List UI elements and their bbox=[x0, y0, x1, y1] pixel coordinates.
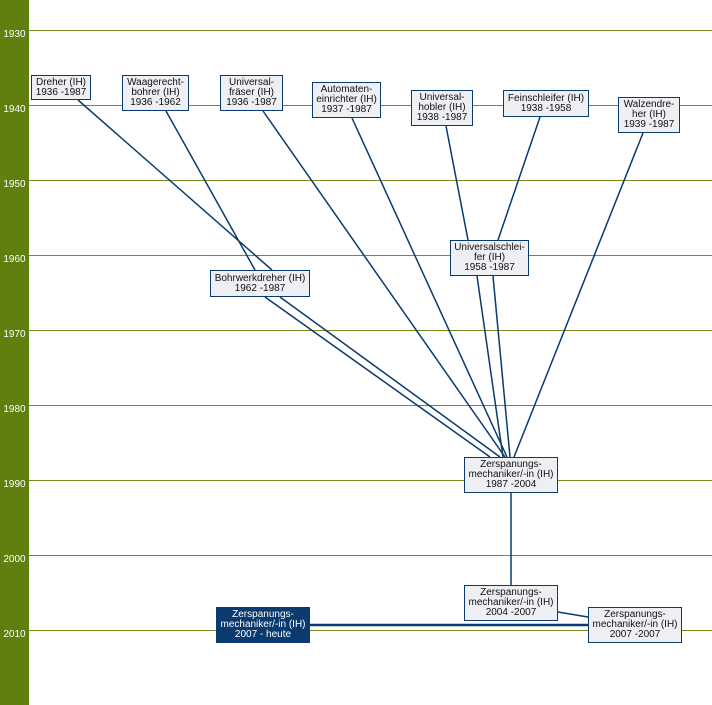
gridline bbox=[29, 555, 712, 556]
node-name: Dreher (IH) bbox=[35, 76, 86, 88]
node-period: 1958 -1987 bbox=[464, 262, 515, 273]
connector bbox=[557, 611, 589, 618]
connector bbox=[497, 116, 541, 241]
node-name: Feinschleifer (IH) bbox=[507, 92, 585, 104]
year-axis bbox=[0, 0, 29, 705]
occupation-node[interactable]: Waagerecht-bohrer (IH)1936 -1962 bbox=[122, 75, 189, 111]
node-period: 2004 -2007 bbox=[485, 607, 537, 618]
occupation-node[interactable]: Zerspanungs-mechaniker/-in (IH)2004 -200… bbox=[464, 585, 558, 621]
gridline bbox=[29, 480, 712, 481]
node-name: Automaten-einrichter (IH) bbox=[316, 84, 377, 105]
year-label: 1950 bbox=[3, 179, 26, 190]
connector bbox=[264, 296, 491, 458]
node-period: 1936 -1987 bbox=[35, 86, 87, 98]
occupation-node[interactable]: Zerspanungs-mechaniker/-in (IH)2007 - he… bbox=[216, 607, 310, 643]
connector bbox=[165, 110, 256, 271]
gridline bbox=[29, 630, 712, 631]
node-name: Zerspanungs-mechaniker/-in (IH) bbox=[220, 609, 306, 630]
node-name: Zerspanungs-mechaniker/-in (IH) bbox=[468, 587, 554, 608]
connector bbox=[492, 275, 511, 458]
gridline bbox=[29, 405, 712, 406]
connector bbox=[262, 110, 506, 458]
year-label: 1940 bbox=[3, 104, 26, 115]
node-name: Walzendre-her (IH) bbox=[623, 99, 675, 120]
occupation-node[interactable]: Automaten-einrichter (IH)1937 -1987 bbox=[312, 82, 381, 118]
occupation-node[interactable]: Universalschlei-fer (IH)1958 -1987 bbox=[450, 240, 529, 276]
node-name: Bohrwerkdreher (IH) bbox=[214, 272, 306, 284]
gridline bbox=[29, 180, 712, 181]
connector bbox=[445, 125, 469, 241]
connector bbox=[513, 132, 644, 458]
year-label: 1970 bbox=[3, 329, 26, 340]
year-label: 2010 bbox=[3, 629, 26, 640]
node-period: 1937 -1987 bbox=[321, 104, 372, 115]
node-name: Zerspanungs-mechaniker/-in (IH) bbox=[468, 459, 554, 480]
node-name: Universal-fräser (IH) bbox=[228, 77, 274, 98]
node-period: 1939 -1987 bbox=[623, 119, 675, 130]
node-period: 1938 -1958 bbox=[520, 102, 572, 114]
year-label: 2000 bbox=[3, 554, 26, 565]
connector bbox=[77, 99, 273, 271]
node-period: 1936 -1962 bbox=[130, 97, 181, 108]
year-label: 1990 bbox=[3, 479, 26, 490]
node-name: Zerspanungs-mechaniker/-in (IH) bbox=[592, 609, 678, 630]
connector bbox=[476, 275, 504, 458]
connector bbox=[351, 117, 508, 458]
node-period: 1936 -1987 bbox=[226, 97, 277, 108]
gridline bbox=[29, 330, 712, 331]
connector bbox=[279, 296, 501, 458]
occupation-node[interactable]: Zerspanungs-mechaniker/-in (IH)1987 -200… bbox=[464, 457, 558, 493]
year-label: 1980 bbox=[3, 404, 26, 415]
node-period: 1962 -1987 bbox=[234, 282, 286, 294]
gridline bbox=[29, 255, 712, 256]
occupation-node[interactable]: Zerspanungs-mechaniker/-in (IH)2007 -200… bbox=[588, 607, 682, 643]
year-label: 1930 bbox=[3, 29, 26, 40]
occupation-node[interactable]: Bohrwerkdreher (IH)1962 -1987 bbox=[210, 270, 310, 297]
node-name: Universalschlei-fer (IH) bbox=[454, 242, 525, 263]
node-period: 2007 -2007 bbox=[609, 629, 661, 640]
occupation-node[interactable]: Walzendre-her (IH)1939 -1987 bbox=[618, 97, 680, 133]
occupation-node[interactable]: Feinschleifer (IH)1938 -1958 bbox=[503, 90, 589, 117]
node-period: 2007 - heute bbox=[234, 629, 292, 640]
occupation-node[interactable]: Dreher (IH)1936 -1987 bbox=[31, 75, 91, 100]
node-period: 1987 -2004 bbox=[485, 479, 537, 490]
year-label: 1960 bbox=[3, 254, 26, 265]
occupation-node[interactable]: Universal-fräser (IH)1936 -1987 bbox=[220, 75, 283, 111]
node-name: Waagerecht-bohrer (IH) bbox=[127, 77, 184, 98]
occupation-node[interactable]: Universal-hobler (IH)1938 -1987 bbox=[411, 90, 473, 126]
node-name: Universal-hobler (IH) bbox=[418, 92, 466, 113]
gridline bbox=[29, 30, 712, 31]
node-period: 1938 -1987 bbox=[416, 112, 468, 123]
